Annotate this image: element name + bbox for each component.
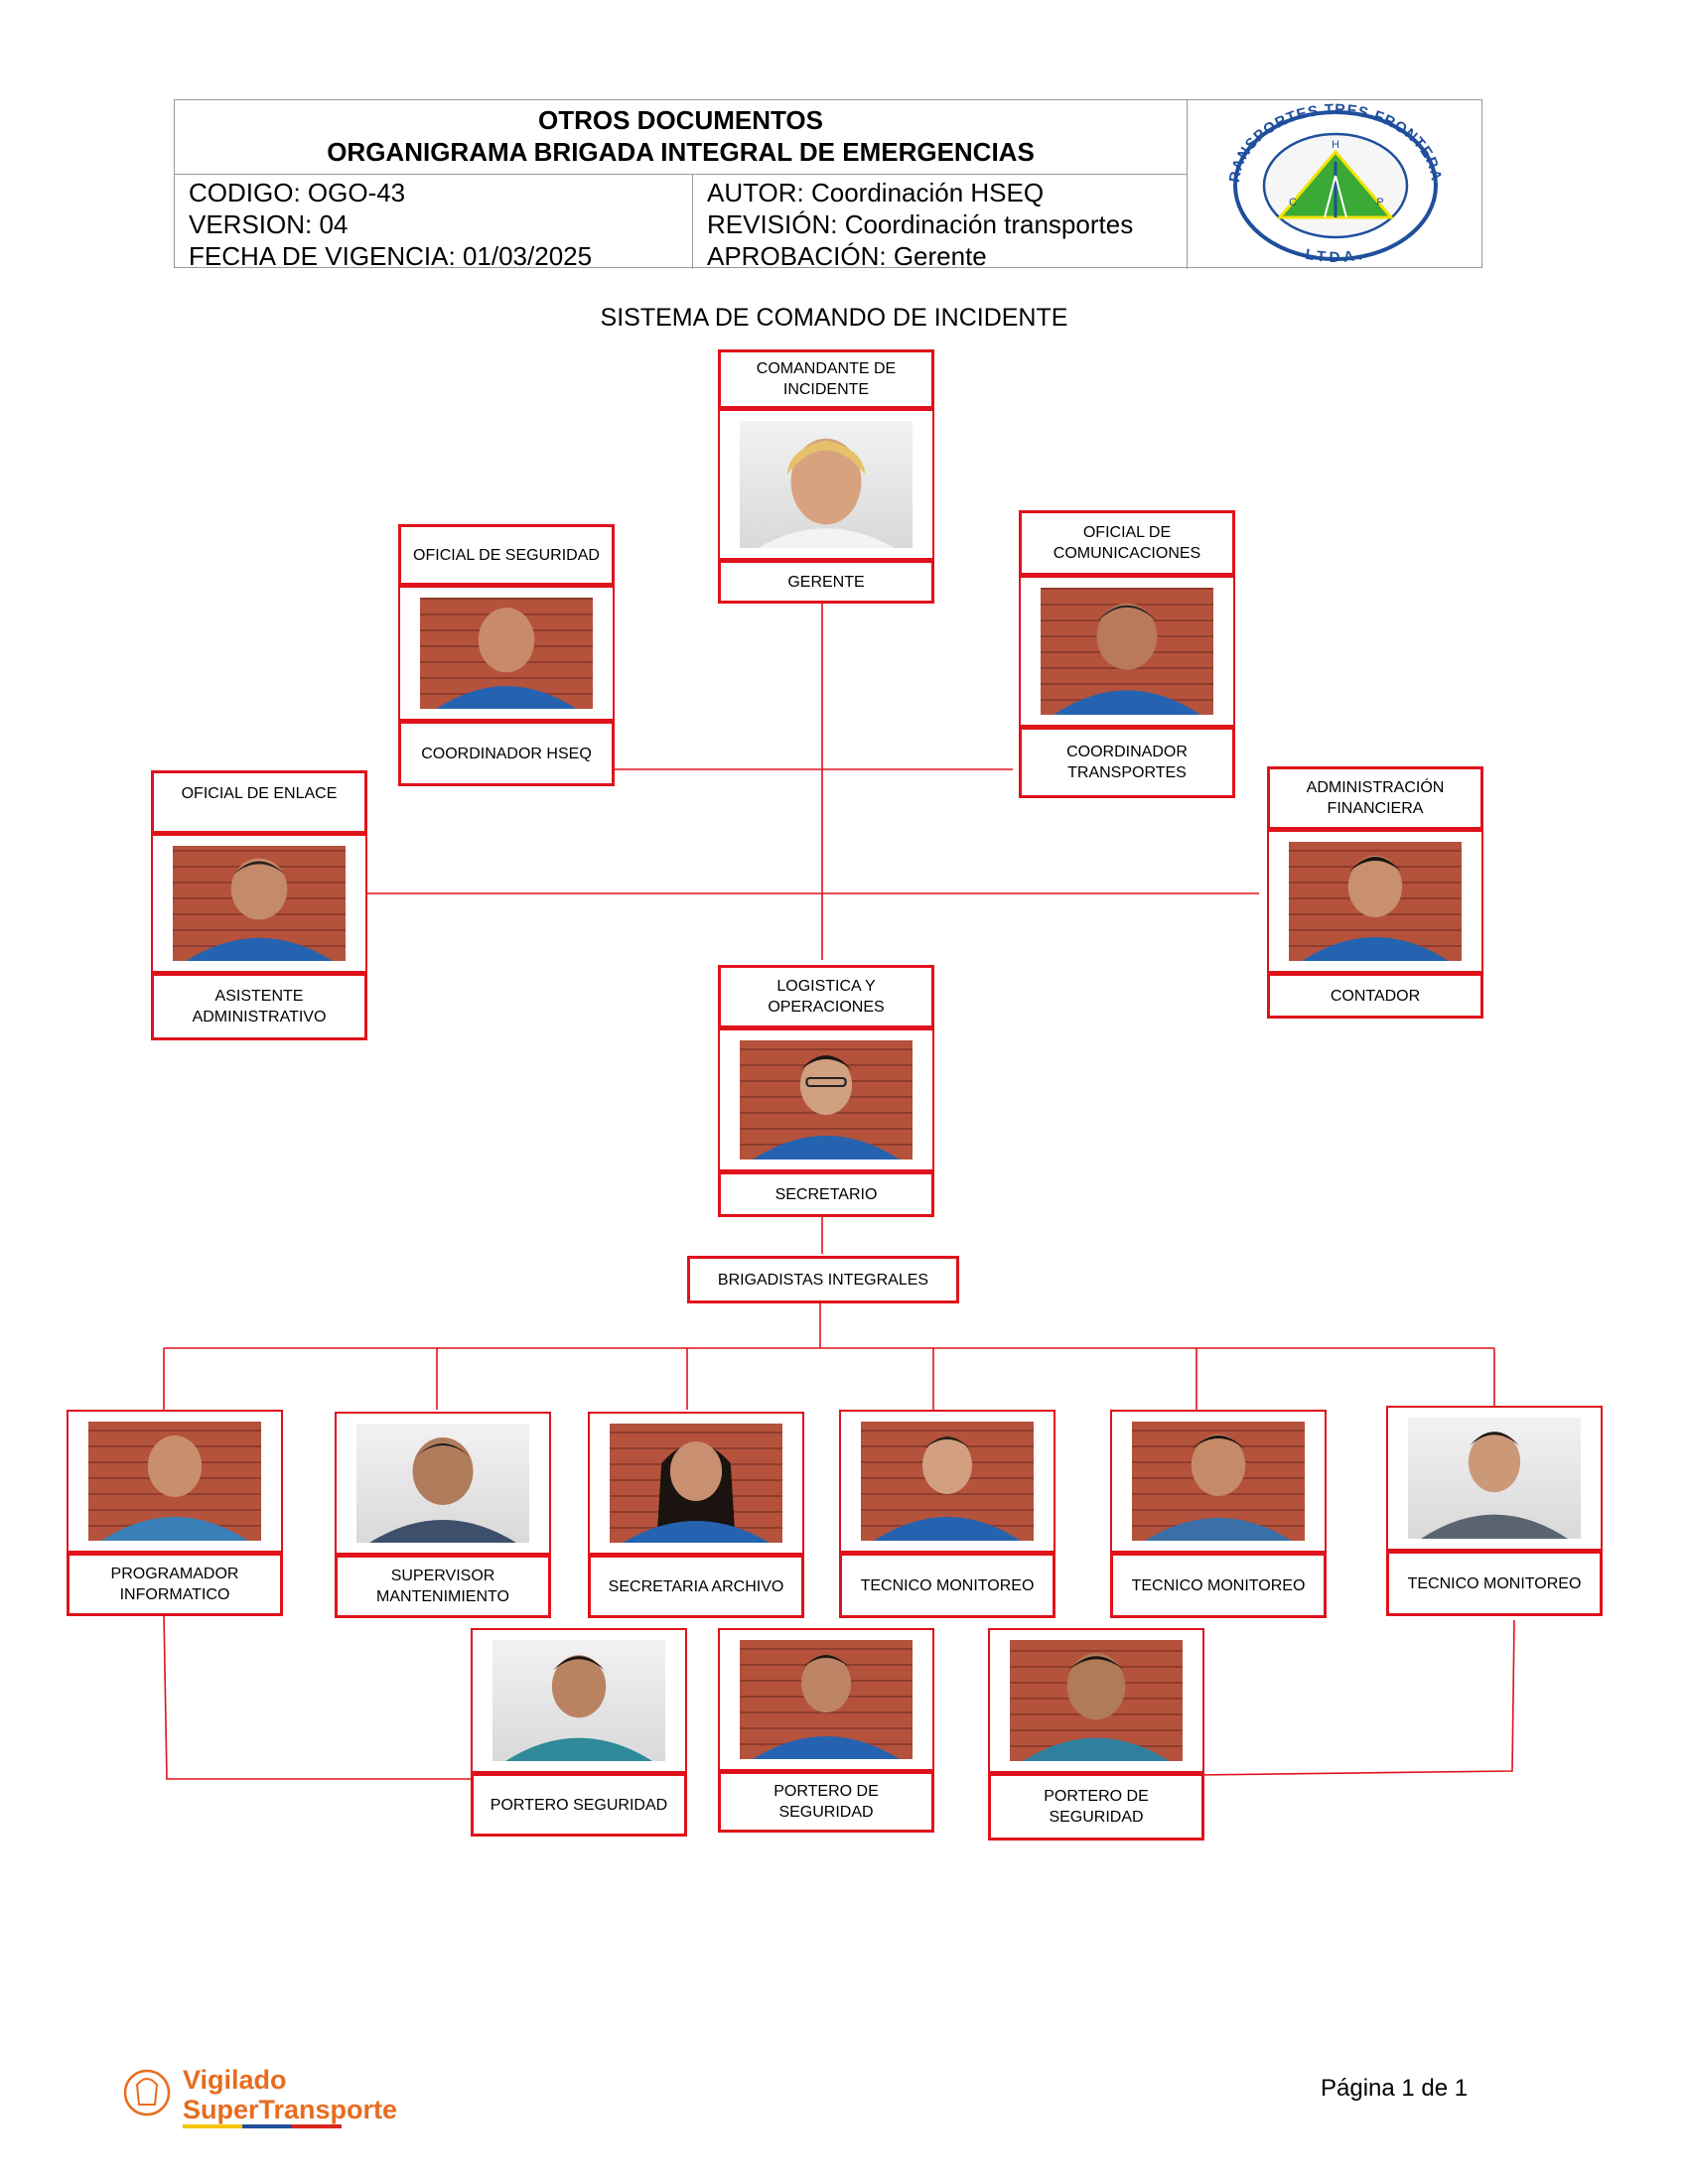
logo-letter-h: H [1332, 139, 1339, 151]
node-comunicaciones-role: OFICIAL DE COMUNICACIONES [1019, 510, 1235, 576]
node-comandante-role: COMANDANTE DE INCIDENTE [718, 349, 934, 409]
person-avatar-icon [1421, 1432, 1568, 1539]
node-financiera-photo [1267, 830, 1483, 973]
vigilado-supertransporte-logo: Vigilado SuperTransporte [117, 2053, 415, 2132]
person-photo [492, 1640, 665, 1761]
footer-vigilado: Vigilado [183, 2065, 287, 2095]
brigade1-photo-4 [839, 1410, 1055, 1553]
person-avatar-icon [101, 1435, 248, 1541]
brigade1-photo-5 [1110, 1410, 1327, 1553]
person-photo [861, 1422, 1034, 1541]
header-titles: OTROS DOCUMENTOS ORGANIGRAMA BRIGADA INT… [175, 100, 1188, 175]
node-logistica-person: SECRETARIO [718, 1171, 934, 1217]
header-codigo: CODIGO: OGO-43 [189, 178, 406, 207]
node-enlace-photo [151, 834, 367, 973]
header-autor: AUTOR: Coordinación HSEQ [707, 178, 1045, 207]
header-fecha: FECHA DE VIGENCIA: 01/03/2025 [189, 241, 593, 271]
person-avatar-icon [505, 1655, 652, 1761]
person-avatar-icon [1145, 1434, 1292, 1541]
page-title: SISTEMA DE COMANDO DE INCIDENTE [600, 304, 1068, 332]
person-photo [1041, 588, 1213, 715]
brigade1-person-1: PROGRAMADOR INFORMATICO [67, 1553, 283, 1616]
svg-text:LTDA.: LTDA. [1304, 246, 1367, 266]
node-comandante-person: GERENTE [718, 560, 934, 604]
person-avatar-icon [1302, 856, 1449, 961]
person-avatar-icon [369, 1437, 516, 1543]
person-photo [740, 1040, 913, 1160]
brigade1-photo-1 [67, 1410, 283, 1553]
person-photo [1408, 1418, 1581, 1539]
node-enlace-role: OFICIAL DE ENLACE [151, 770, 367, 834]
node-brigadistas: BRIGADISTAS INTEGRALES [687, 1256, 959, 1303]
node-enlace-person: ASISTENTE ADMINISTRATIVO [151, 973, 367, 1040]
logo-bottom-text: LTDA. [1304, 246, 1363, 266]
brigade2-photo-2 [718, 1628, 934, 1771]
brigade2-person-1: PORTERO SEGURIDAD [471, 1773, 687, 1837]
person-photo [740, 421, 913, 548]
footer-supertransporte: SuperTransporte [183, 2095, 397, 2124]
brigade1-person-3: SECRETARIA ARCHIVO [588, 1555, 804, 1618]
header-aprobacion: APROBACIÓN: Gerente [707, 241, 987, 271]
node-comunicaciones-person: COORDINADOR TRANSPORTES [1019, 727, 1235, 798]
logo-letter-p: P [1376, 197, 1383, 208]
brigade1-photo-6 [1386, 1406, 1603, 1551]
brigade1-person-4: TECNICO MONITOREO [839, 1553, 1055, 1618]
person-photo [610, 1424, 782, 1543]
person-avatar-icon [1023, 1653, 1170, 1761]
node-logistica-photo [718, 1028, 934, 1171]
node-financiera-person: CONTADOR [1267, 973, 1483, 1019]
brigade1-photo-3 [588, 1412, 804, 1555]
node-comunicaciones-photo [1019, 576, 1235, 727]
person-photo [740, 1640, 913, 1759]
person-avatar-icon [623, 1441, 770, 1543]
brigade2-photo-1 [471, 1628, 687, 1773]
person-photo [420, 598, 593, 709]
node-seguridad-photo [398, 586, 615, 721]
person-photo [1010, 1640, 1183, 1761]
person-photo [1132, 1422, 1305, 1541]
header-revision: REVISIÓN: Coordinación transportes [707, 209, 1134, 239]
supertransporte-seal-icon: Vigilado SuperTransporte [123, 2065, 397, 2128]
brigade2-person-2: PORTERO DE SEGURIDAD [718, 1771, 934, 1833]
node-logistica-role: LOGISTICA Y OPERACIONES [718, 965, 934, 1028]
person-avatar-icon [1054, 603, 1200, 715]
brigade1-person-2: SUPERVISOR MANTENIMIENTO [335, 1555, 551, 1618]
brigade2-person-3: PORTERO DE SEGURIDAD [988, 1773, 1204, 1841]
person-avatar-icon [874, 1436, 1021, 1541]
person-avatar-icon [186, 858, 333, 961]
person-avatar-icon [758, 438, 895, 548]
logo-letter-c: C [1289, 197, 1297, 208]
person-avatar-icon [436, 608, 577, 709]
header-meta-right: AUTOR: Coordinación HSEQ REVISIÓN: Coord… [693, 175, 1188, 271]
node-seguridad-person: COORDINADOR HSEQ [398, 721, 615, 786]
header-line1: OTROS DOCUMENTOS [538, 105, 823, 135]
person-photo [88, 1422, 261, 1541]
person-photo [173, 846, 346, 961]
page-number: Página 1 de 1 [1321, 2075, 1469, 2102]
company-logo-icon: TRANSPORTES TRES FRONTERAS LTDA. H C P [1182, 87, 1444, 266]
brigade1-photo-2 [335, 1412, 551, 1555]
node-financiera-role: ADMINISTRACIÓN FINANCIERA [1267, 766, 1483, 830]
header-version: VERSION: 04 [189, 209, 349, 239]
person-avatar-icon [753, 1055, 900, 1160]
person-avatar-icon [753, 1655, 900, 1759]
header-line2: ORGANIGRAMA BRIGADA INTEGRAL DE EMERGENC… [327, 137, 1035, 167]
node-comandante-photo [718, 409, 934, 560]
header-meta-left: CODIGO: OGO-43 VERSION: 04 FECHA DE VIGE… [175, 175, 693, 271]
brigade1-person-5: TECNICO MONITOREO [1110, 1553, 1327, 1618]
brigade1-person-6: TECNICO MONITOREO [1386, 1551, 1603, 1616]
person-photo [356, 1424, 529, 1543]
company-logo: TRANSPORTES TRES FRONTERAS LTDA. H C P [1182, 87, 1483, 269]
node-seguridad-role: OFICIAL DE SEGURIDAD [398, 524, 615, 586]
person-photo [1289, 842, 1462, 961]
brigade2-photo-3 [988, 1628, 1204, 1773]
document-header: OTROS DOCUMENTOS ORGANIGRAMA BRIGADA INT… [174, 87, 1483, 271]
